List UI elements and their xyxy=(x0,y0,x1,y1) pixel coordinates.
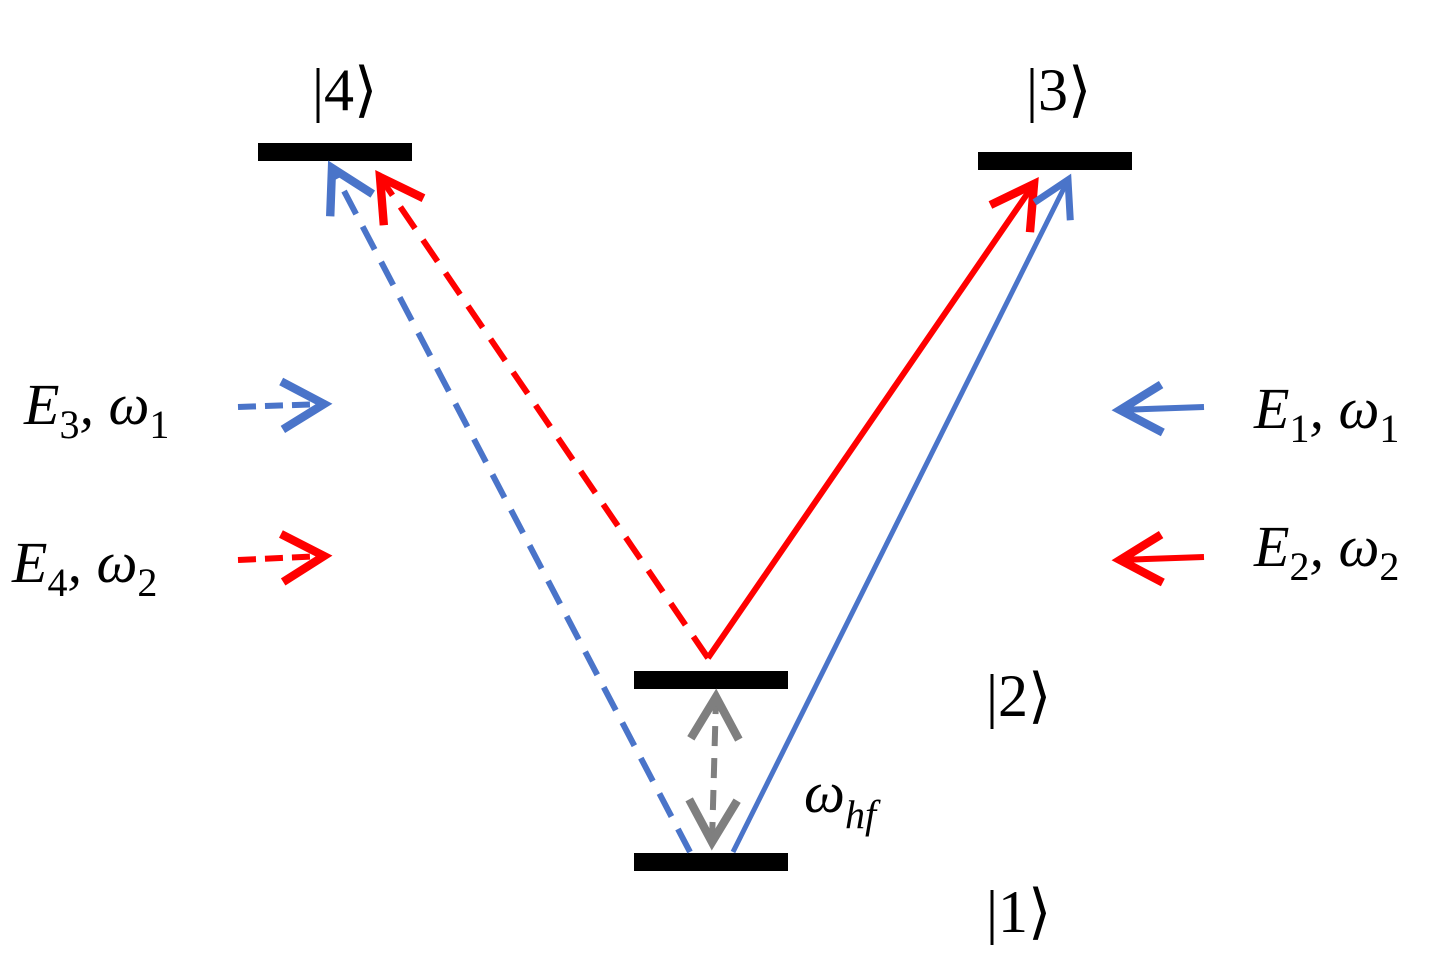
ket-4-label: |4⟩ xyxy=(312,57,377,123)
field-label-e4-w2: E4, ω2 xyxy=(11,530,157,605)
ket-2-label: |2⟩ xyxy=(986,663,1051,729)
field-arrow-right-red xyxy=(1111,530,1205,587)
ket-3-label: |3⟩ xyxy=(1026,57,1091,123)
field-label-e2-w2: E2, ω2 xyxy=(1253,514,1399,589)
transition-1-4-blue-dashed xyxy=(326,160,693,854)
hyperfine-label: ωhf xyxy=(804,760,881,837)
transition-2-3-red-solid xyxy=(705,177,1039,660)
transition-2-4-red-dashed xyxy=(375,170,711,660)
field-label-e3-w1: E3, ω1 xyxy=(23,372,169,447)
field-arrow-left-blue xyxy=(237,377,333,434)
field-arrow-right-blue xyxy=(1111,380,1205,437)
hyperfine-double-arrow xyxy=(685,688,743,851)
transition-1-3-blue-solid xyxy=(730,173,1074,854)
ket-1-label: |1⟩ xyxy=(986,879,1051,945)
field-label-e1-w1: E1, ω1 xyxy=(1253,376,1399,451)
field-arrow-left-red xyxy=(237,530,333,586)
